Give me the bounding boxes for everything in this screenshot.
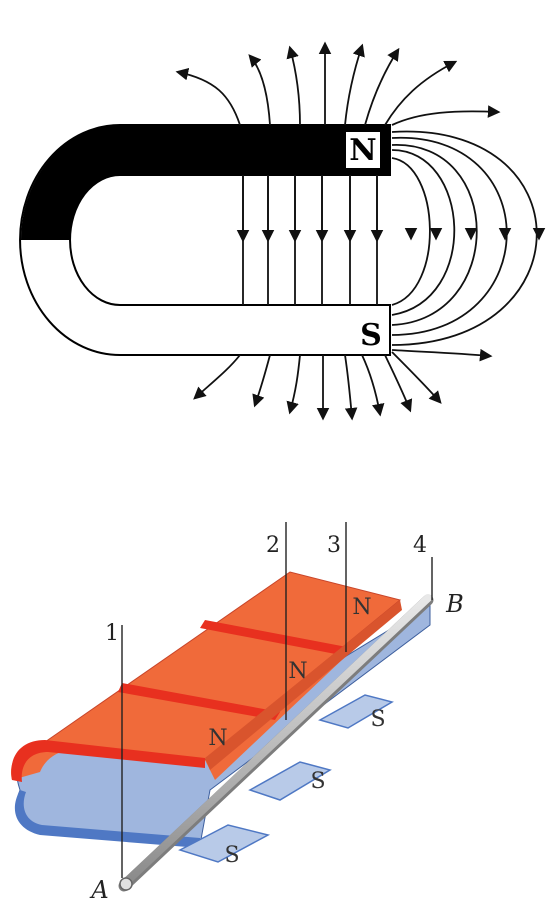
horseshoe-magnet-top: N S	[19, 124, 391, 356]
north-label-1: N	[208, 726, 227, 751]
north-front-edge	[205, 600, 402, 770]
north-pole-box	[344, 130, 382, 170]
ref-line-label-2: 2	[266, 533, 280, 558]
magnetic-field-lines	[175, 41, 546, 421]
north-bend-edge	[11, 740, 206, 782]
north-strip-1	[118, 683, 280, 720]
north-label-3: N	[352, 595, 371, 620]
south-bend-edge	[14, 790, 200, 848]
south-tabs	[178, 694, 394, 863]
ref-line-label-1: 1	[105, 621, 119, 646]
south-pole-label: S	[360, 318, 382, 353]
ref-line-label-3: 3	[327, 533, 341, 558]
south-label-1: S	[224, 843, 239, 868]
rod-end-label-a: A	[89, 876, 108, 904]
ref-line-label-4: 4	[413, 533, 427, 558]
south-label-2: S	[310, 769, 325, 794]
magnet-north-arm	[20, 125, 390, 240]
rod-end-label-b: B	[445, 590, 464, 618]
rod-end-a	[119, 877, 133, 891]
north-strip-2	[200, 620, 352, 656]
south-label-3: S	[370, 707, 385, 732]
north-label-2: N	[288, 659, 307, 684]
north-pole-label: N	[349, 133, 376, 168]
perspective-magnet-bottom: N N N S S S 1 2 3 4 A B	[10, 522, 464, 904]
